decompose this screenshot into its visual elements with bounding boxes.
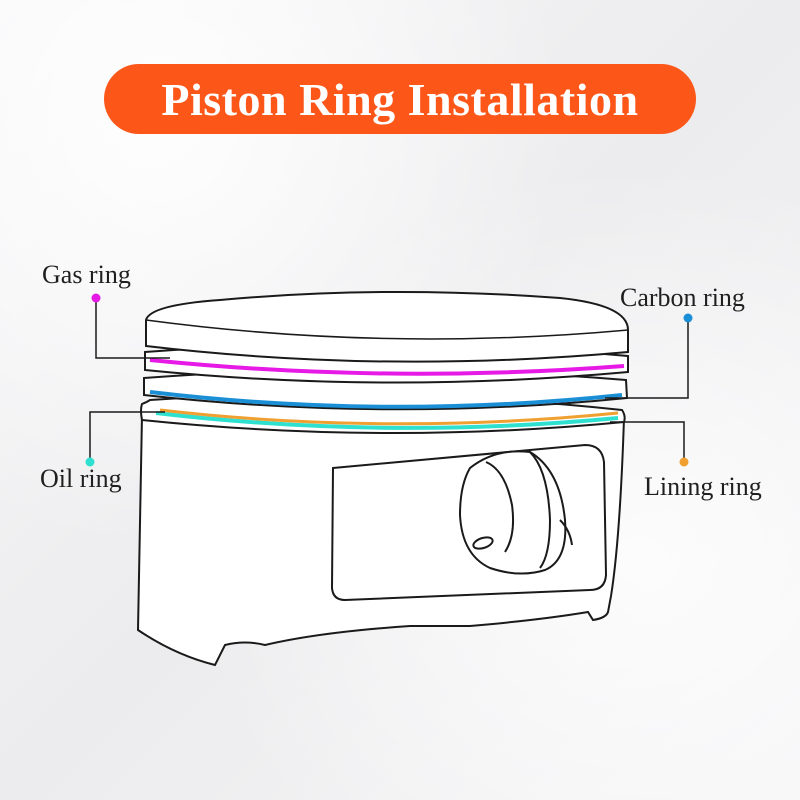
gas-ring xyxy=(149,358,625,376)
title-banner: Piston Ring Installation xyxy=(104,64,696,134)
oil-leader xyxy=(89,411,165,462)
oil-ring xyxy=(155,411,619,430)
piston-window xyxy=(330,443,608,602)
carbon-dot xyxy=(683,313,693,323)
page-title: Piston Ring Installation xyxy=(161,73,639,125)
piston-crown xyxy=(145,290,629,363)
wrist-pin-boss xyxy=(458,450,573,575)
gas-leader xyxy=(95,298,170,359)
lining-dot xyxy=(679,457,689,467)
lining-ring xyxy=(159,408,619,426)
leader-lines xyxy=(89,298,689,462)
oil-ring-label: Oil ring xyxy=(40,464,122,493)
lining-leader xyxy=(610,421,685,462)
gas-ring-label: Gas ring xyxy=(42,260,131,289)
oil-dot xyxy=(85,457,95,467)
lining-ring-label: Lining ring xyxy=(644,472,762,501)
carbon-ring xyxy=(149,390,623,409)
carbon-leader xyxy=(605,318,689,399)
gas-dot xyxy=(91,293,101,303)
carbon-ring-label: Carbon ring xyxy=(620,283,745,312)
